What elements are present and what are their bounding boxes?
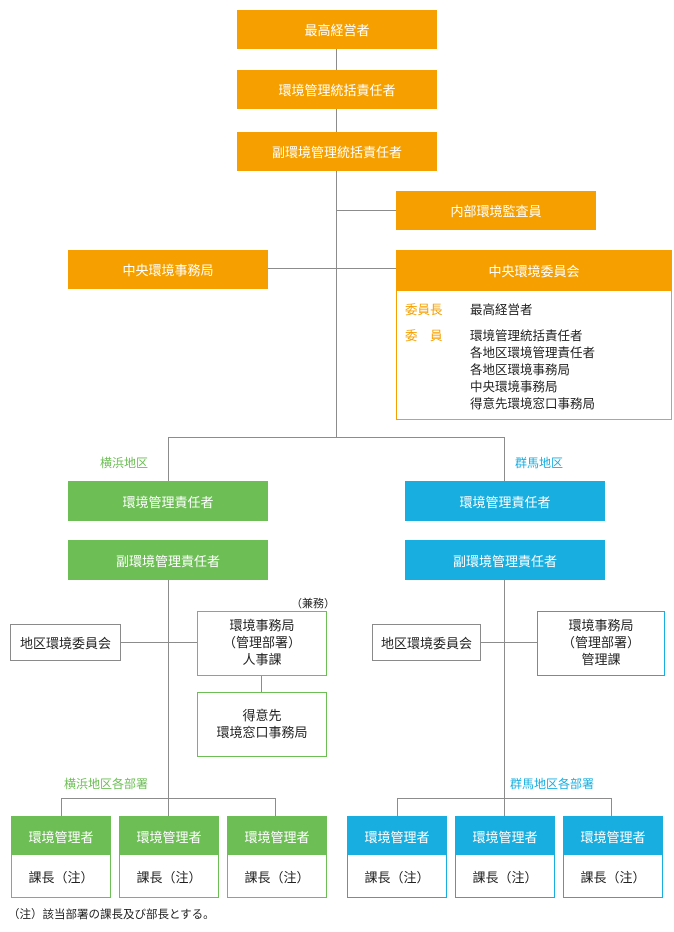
department-manager-role: 課長（注） bbox=[564, 855, 662, 897]
gunma-department-card: 環境管理者 課長（注） bbox=[563, 816, 663, 898]
gunma-department-card: 環境管理者 課長（注） bbox=[455, 816, 555, 898]
department-manager-title: 環境管理者 bbox=[228, 817, 326, 855]
connector-line bbox=[261, 676, 262, 692]
connector-line bbox=[168, 580, 169, 798]
connector-line bbox=[168, 437, 169, 481]
committee-member: 各地区環境事務局 bbox=[470, 362, 571, 377]
connector-line bbox=[336, 49, 337, 437]
committee-member: 得意先環境窓口事務局 bbox=[470, 396, 596, 411]
yokohama-manager-box: 環境管理責任者 bbox=[68, 481, 268, 521]
department-manager-title: 環境管理者 bbox=[120, 817, 218, 855]
committee-member: 中央環境事務局 bbox=[470, 379, 558, 394]
committee-member: 各地区環境管理責任者 bbox=[470, 345, 596, 360]
connector-line bbox=[268, 268, 396, 269]
department-manager-title: 環境管理者 bbox=[348, 817, 446, 855]
department-manager-role: 課長（注） bbox=[456, 855, 554, 897]
gunma-deputy-box: 副環境管理責任者 bbox=[405, 540, 605, 580]
department-manager-role: 課長（注） bbox=[228, 855, 326, 897]
connector-line bbox=[611, 798, 612, 816]
connector-line bbox=[504, 437, 505, 481]
yokohama-departments-label: 横浜地区各部署 bbox=[64, 777, 149, 791]
yokohama-customer-office-box: 得意先 環境窓口事務局 bbox=[197, 692, 327, 757]
connector-line bbox=[336, 210, 396, 211]
yokohama-concurrent-label: （兼務） bbox=[291, 597, 335, 610]
connector-line bbox=[61, 798, 62, 816]
department-manager-role: 課長（注） bbox=[120, 855, 218, 897]
yokohama-office-box: 環境事務局 （管理部署） 人事課 bbox=[197, 611, 327, 676]
connector-line bbox=[168, 798, 169, 816]
gunma-manager-box: 環境管理責任者 bbox=[405, 481, 605, 521]
yokohama-local-committee-box: 地区環境委員会 bbox=[10, 624, 121, 661]
connector-line bbox=[504, 580, 505, 798]
gunma-department-card: 環境管理者 課長（注） bbox=[347, 816, 447, 898]
department-manager-role: 課長（注） bbox=[348, 855, 446, 897]
gunma-office-box: 環境事務局 （管理部署） 管理課 bbox=[537, 611, 665, 676]
yokohama-department-card: 環境管理者 課長（注） bbox=[119, 816, 219, 898]
yokohama-department-card: 環境管理者 課長（注） bbox=[11, 816, 111, 898]
gunma-region-label: 群馬地区 bbox=[515, 456, 564, 470]
yokohama-department-card: 環境管理者 課長（注） bbox=[227, 816, 327, 898]
general-manager-box: 環境管理統括責任者 bbox=[237, 70, 437, 109]
committee-chair-label: 委員長 bbox=[405, 302, 443, 317]
yokohama-deputy-box: 副環境管理責任者 bbox=[68, 540, 268, 580]
connector-line bbox=[504, 798, 505, 816]
gunma-local-committee-box: 地区環境委員会 bbox=[372, 624, 481, 661]
footnote: （注）該当部署の課長及び部長とする。 bbox=[8, 907, 215, 921]
ceo-box: 最高経営者 bbox=[237, 10, 437, 49]
connector-line bbox=[397, 798, 398, 816]
connector-line bbox=[121, 642, 197, 643]
gunma-departments-label: 群馬地区各部署 bbox=[510, 777, 595, 791]
connector-line bbox=[168, 437, 505, 438]
department-manager-role: 課長（注） bbox=[12, 855, 110, 897]
committee-member: 環境管理統括責任者 bbox=[470, 328, 583, 343]
department-manager-title: 環境管理者 bbox=[564, 817, 662, 855]
committee-member-label: 委 員 bbox=[405, 328, 443, 343]
internal-auditor-box: 内部環境監査員 bbox=[396, 191, 596, 230]
yokohama-region-label: 横浜地区 bbox=[100, 456, 149, 470]
central-committee-title: 中央環境委員会 bbox=[396, 250, 672, 291]
connector-line bbox=[481, 642, 537, 643]
connector-line bbox=[275, 798, 276, 816]
committee-chair-value: 最高経営者 bbox=[470, 302, 533, 317]
department-manager-title: 環境管理者 bbox=[456, 817, 554, 855]
deputy-general-manager-box: 副環境管理統括責任者 bbox=[237, 132, 437, 171]
department-manager-title: 環境管理者 bbox=[12, 817, 110, 855]
central-office-box: 中央環境事務局 bbox=[68, 250, 268, 289]
